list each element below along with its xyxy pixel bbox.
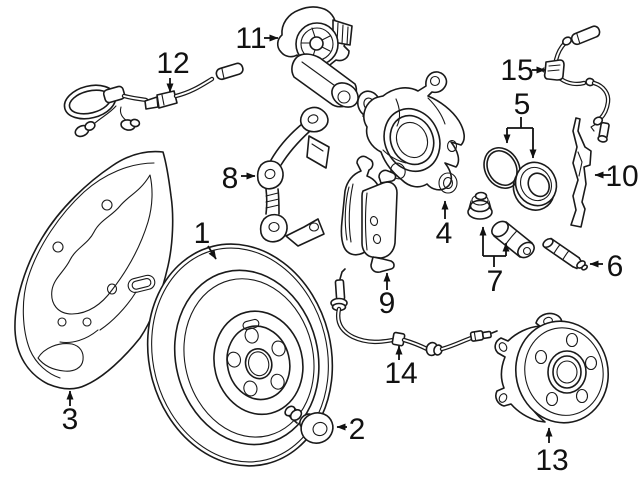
callout-7: 7 xyxy=(479,226,510,298)
callout-number: 3 xyxy=(62,403,79,436)
callout-15: 15 xyxy=(500,54,546,87)
part-guide-bushings xyxy=(467,191,535,259)
callout-number: 11 xyxy=(235,22,266,55)
callout-number: 4 xyxy=(436,217,453,250)
part-retaining-clip xyxy=(570,117,592,228)
callout-8: 8 xyxy=(222,162,256,195)
callout-number: 12 xyxy=(156,47,189,80)
part-wear-sensor xyxy=(63,62,244,138)
callout-number: 14 xyxy=(384,357,417,390)
callout-number: 9 xyxy=(379,287,396,320)
callout-number: 13 xyxy=(535,444,568,477)
callout-number: 2 xyxy=(349,413,366,446)
part-abs-sensor xyxy=(540,25,611,143)
part-guide-pin xyxy=(542,237,589,271)
callout-number: 15 xyxy=(500,54,533,87)
callout-9: 9 xyxy=(379,272,396,320)
callout-5: 5 xyxy=(503,88,537,159)
part-caliper-bracket xyxy=(256,106,330,247)
part-brake-pads xyxy=(340,155,398,273)
callout-4: 4 xyxy=(436,200,453,250)
callout-13: 13 xyxy=(535,427,569,477)
part-retaining-screw xyxy=(284,405,334,444)
callout-11: 11 xyxy=(235,22,279,55)
callout-number: 10 xyxy=(605,160,638,193)
part-splash-shield xyxy=(14,150,174,390)
callout-12: 12 xyxy=(156,47,190,93)
callout-1: 1 xyxy=(194,217,217,260)
callout-3: 3 xyxy=(62,390,79,436)
part-brake-hose xyxy=(330,268,498,357)
callout-number: 8 xyxy=(222,162,239,195)
callout-2: 2 xyxy=(336,413,366,446)
callout-10: 10 xyxy=(594,160,639,193)
callout-number: 7 xyxy=(487,265,504,298)
part-seal-kit xyxy=(483,147,558,211)
callout-number: 1 xyxy=(194,217,211,250)
callout-number: 5 xyxy=(514,88,531,121)
callout-6: 6 xyxy=(589,250,624,283)
callout-14: 14 xyxy=(384,345,418,390)
part-wheel-hub xyxy=(494,312,610,424)
part-brake-caliper xyxy=(356,71,465,194)
part-parking-brake-actuator xyxy=(276,6,359,108)
callout-number: 6 xyxy=(607,250,624,283)
